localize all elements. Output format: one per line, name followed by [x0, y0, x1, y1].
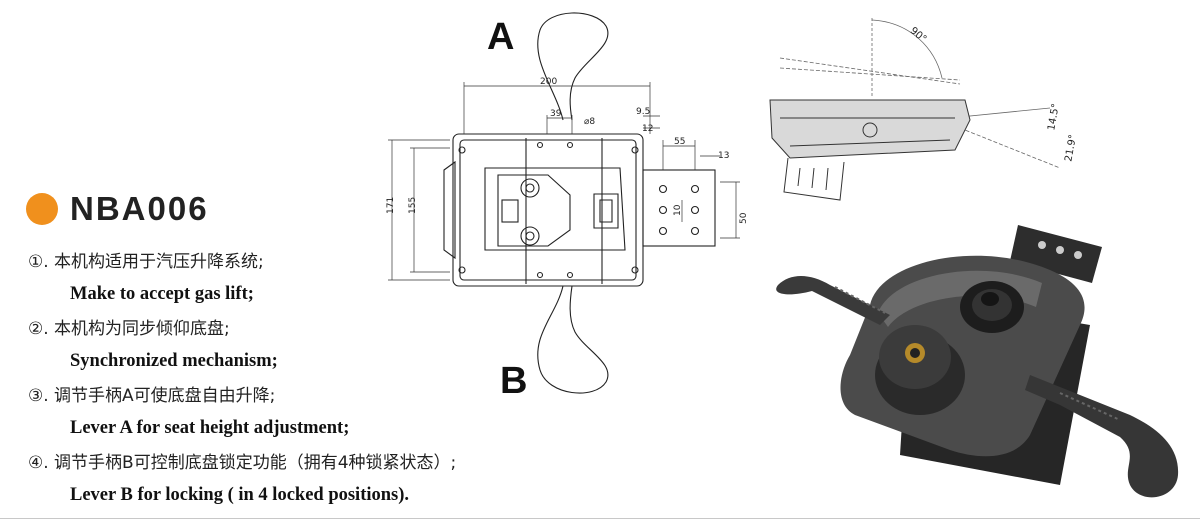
dim-155: 155	[408, 197, 418, 214]
dim-39: 39	[550, 109, 562, 119]
dim-171: 171	[386, 197, 396, 214]
feature-en: Lever B for locking ( in 4 locked positi…	[70, 485, 410, 505]
angle-14-5: 14.5°	[1046, 103, 1062, 132]
dim-9-5: 9.5	[636, 107, 650, 117]
feature-cn: ③. 调节手柄A可使底盘自由升降;	[28, 386, 276, 406]
product-title: NBA006	[26, 190, 209, 228]
lever-b-handle	[537, 285, 609, 394]
feature-3: ③. 调节手柄A可使底盘自由升降; Lever A for seat heigh…	[28, 381, 349, 439]
tilt-side-view: 90° 14.5° 21.9°	[769, 18, 1079, 201]
feature-en: Synchronized mechanism;	[70, 351, 278, 371]
feature-en: Make to accept gas lift;	[70, 284, 254, 304]
angle-90: 90°	[908, 25, 929, 45]
lever-a-product	[776, 276, 890, 325]
feature-2: ②. 本机构为同步倾仰底盘; Synchronized mechanism;	[28, 314, 278, 372]
bottom-divider	[0, 518, 1200, 519]
product-photo	[776, 225, 1179, 498]
mounting-bracket	[1010, 225, 1102, 283]
lever-a-label: A	[487, 16, 515, 58]
dim-13: 13	[718, 151, 729, 161]
model-name: NBA006	[70, 190, 209, 227]
housing-outline	[484, 167, 626, 251]
dim-10: 10	[673, 204, 683, 216]
feature-cn: ④. 调节手柄B可控制底盘锁定功能（拥有4种锁紧状态）;	[28, 453, 457, 473]
dim-12: 12	[642, 124, 653, 134]
tilt-bracket	[642, 169, 716, 247]
angle-21-9: 21.9°	[1063, 134, 1079, 163]
lever-a-handle	[537, 12, 609, 121]
orange-bullet-icon	[26, 193, 58, 225]
mechanism-body-side	[769, 99, 971, 159]
lever-b-label: B	[500, 360, 528, 402]
feature-cn: ②. 本机构为同步倾仰底盘;	[28, 319, 230, 339]
dim-8: ⌀8	[584, 117, 595, 127]
base-plate	[452, 133, 644, 287]
feature-cn: ①. 本机构适用于汽压升降系统;	[28, 252, 264, 272]
lever-b-product	[1025, 375, 1179, 498]
bracket-side	[783, 157, 845, 201]
feature-4: ④. 调节手柄B可控制底盘锁定功能（拥有4种锁紧状态）; Lever B for…	[28, 448, 456, 506]
feature-en: Lever A for seat height adjustment;	[70, 418, 350, 438]
dim-200: 200	[540, 77, 557, 87]
feature-1: ①. 本机构适用于汽压升降系统; Make to accept gas lift…	[28, 247, 264, 305]
dim-55: 55	[674, 137, 685, 147]
dim-50: 50	[739, 212, 749, 224]
technical-drawing: 200 39 ⌀8 9.5 12 55 13 171 155 10 50	[386, 12, 749, 394]
